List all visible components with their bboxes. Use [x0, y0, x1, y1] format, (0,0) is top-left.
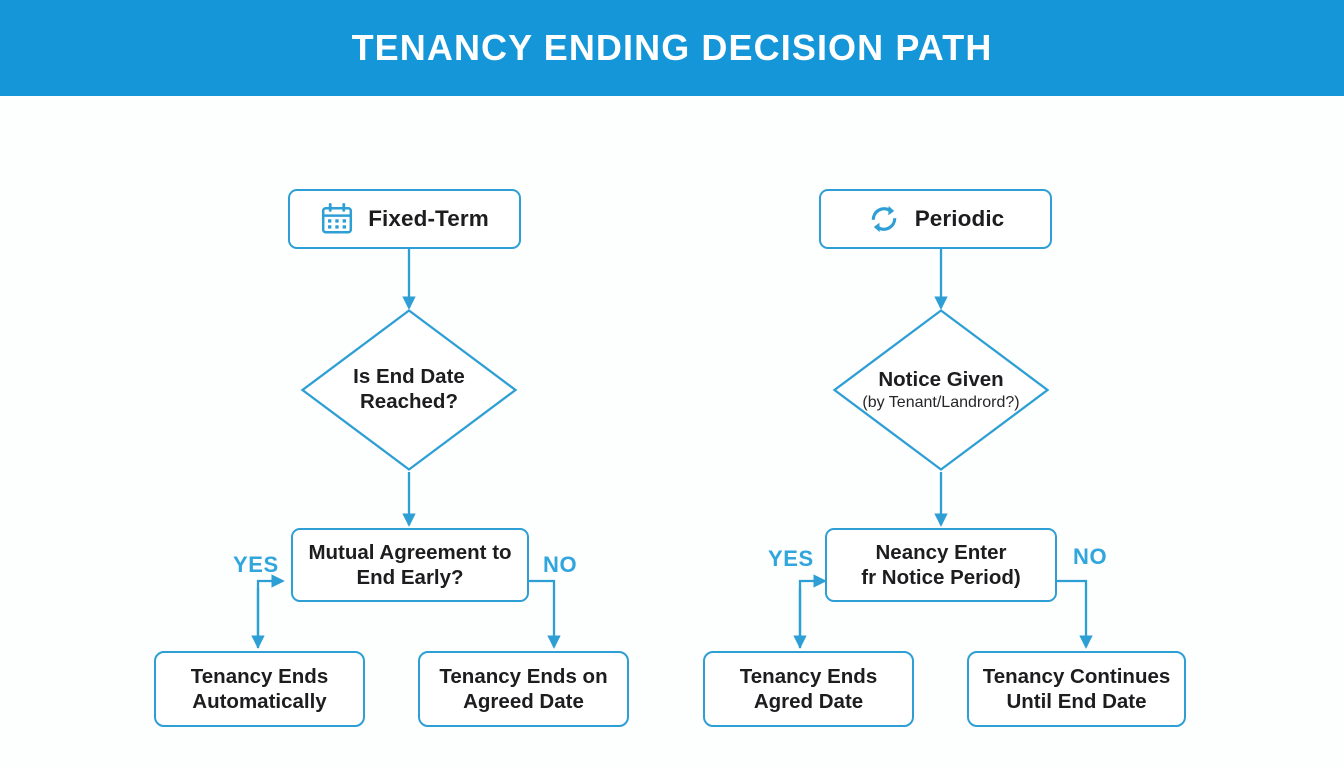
process-line-1: Mutual Agreement to [308, 541, 512, 564]
node-process-notice-period[interactable]: Neancy Enter fr Notice Period) [825, 528, 1057, 602]
node-outcome-tenancy-ends-on-agreed-date[interactable]: Tenancy Ends on Agreed Date [418, 651, 629, 727]
outcome-line-2: Automatically [192, 690, 327, 713]
branch-label-periodic-no: NO [1073, 544, 1108, 569]
node-decision-notice-given[interactable]: Notice Given (by Tenant/Landrord?) [832, 308, 1050, 472]
branch-label-fixedterm-no: NO [543, 552, 578, 577]
node-outcome-tenancy-ends-automatically[interactable]: Tenancy Ends Automatically [154, 651, 365, 727]
decision-line-1: Is End Date [353, 365, 465, 389]
node-process-mutual-agreement[interactable]: Mutual Agreement to End Early? [291, 528, 529, 602]
wire-fixedterm-no-to-outcome [529, 579, 561, 649]
branch-label-fixedterm-yes: YES [233, 552, 279, 577]
node-start-fixed-term[interactable]: Fixed-Term [288, 189, 521, 249]
calendar-icon [320, 202, 354, 236]
decision-line-1: Notice Given [878, 367, 1004, 391]
node-outcome-tenancy-continues-until-end-date[interactable]: Tenancy Continues Until End Date [967, 651, 1186, 727]
outcome-line-1: Tenancy Ends on [439, 665, 608, 688]
node-outcome-tenancy-ends-agred-date[interactable]: Tenancy Ends Agred Date [703, 651, 914, 727]
outcome-line-1: Tenancy Ends [190, 665, 329, 688]
outcome-line-2: Until End Date [1006, 690, 1147, 713]
page-title: TENANCY ENDING DECISION PATH [351, 27, 993, 68]
node-label: Periodic [914, 206, 1005, 231]
process-line-2: End Early? [356, 566, 464, 589]
wire-fixedterm-yes-into-process [256, 574, 285, 648]
outcome-line-2: Agreed Date [463, 690, 584, 713]
node-decision-is-end-date-reached[interactable]: Is End Date Reached? [300, 308, 518, 472]
cycle-arrows-icon [867, 202, 901, 236]
process-line-2: fr Notice Period) [861, 566, 1021, 589]
node-start-periodic[interactable]: Periodic [819, 189, 1052, 249]
outcome-line-2: Agred Date [753, 690, 864, 713]
node-label: Fixed-Term [368, 206, 489, 231]
header-bar: TENANCY ENDING DECISION PATH [0, 0, 1344, 96]
wire-periodic-yes-into-process [798, 574, 827, 648]
outcome-line-1: Tenancy Ends [739, 665, 878, 688]
decision-line-2: (by Tenant/Landrord?) [862, 394, 1020, 412]
outcome-line-1: Tenancy Continues [982, 665, 1171, 688]
decision-line-2: Reached? [360, 390, 458, 413]
process-line-1: Neancy Enter [875, 541, 1007, 564]
wire-periodic-no-to-outcome [1057, 579, 1093, 649]
branch-label-periodic-yes: YES [768, 546, 814, 571]
